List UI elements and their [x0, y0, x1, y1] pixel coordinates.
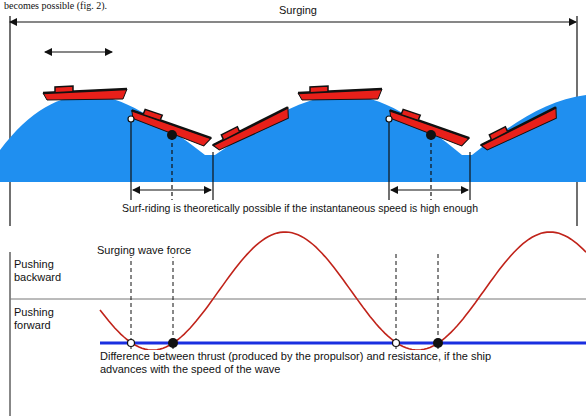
dimension-label: Surging [277, 4, 319, 17]
cropped-text: becomes possible (fig. 2). [2, 0, 109, 12]
ship [298, 86, 382, 100]
unstable-point [386, 116, 392, 122]
motion-arrow [45, 51, 112, 52]
zone-note: Surf-riding is theoretically possible if… [120, 202, 480, 215]
surging-tick [9, 16, 10, 226]
line-caption: Difference between thrust (produced by t… [98, 350, 512, 376]
ship [387, 104, 470, 148]
unstable-point [128, 340, 135, 347]
axis-label: Pushing forward [12, 306, 86, 332]
zero-line [10, 299, 586, 300]
stable-point [433, 338, 443, 348]
ship [478, 105, 560, 152]
stable-point [426, 130, 436, 140]
equilibrium-marks [131, 254, 438, 350]
ship [129, 104, 212, 148]
ship [43, 86, 127, 100]
sea-wave [0, 95, 586, 182]
stable-point [168, 338, 178, 348]
stable-point [167, 130, 177, 140]
chart-axis [10, 252, 11, 416]
ship [210, 105, 292, 152]
chart-title: Surging wave force [95, 244, 193, 257]
surging-dimension [10, 21, 576, 22]
axis-label: Pushing backward [12, 258, 86, 284]
surf-riding-zone [131, 120, 470, 200]
unstable-point [393, 340, 400, 347]
unstable-point [128, 116, 134, 122]
